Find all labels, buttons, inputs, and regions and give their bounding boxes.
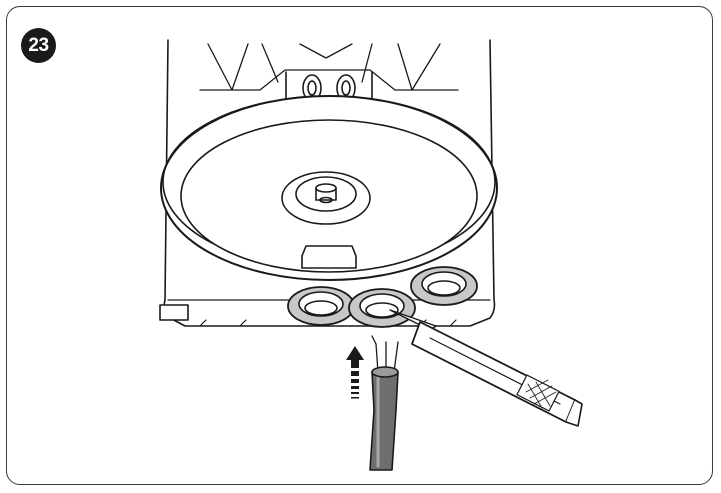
- cable: [369, 366, 399, 471]
- insertion-arrow: [346, 346, 364, 399]
- motor-disc: [160, 95, 498, 281]
- cutter-knife: [389, 309, 583, 427]
- step-number-badge: 23: [21, 28, 56, 63]
- cable-gland-right: [410, 266, 478, 306]
- cable-gland-left: [287, 286, 355, 326]
- cable-gland-center: [348, 288, 416, 328]
